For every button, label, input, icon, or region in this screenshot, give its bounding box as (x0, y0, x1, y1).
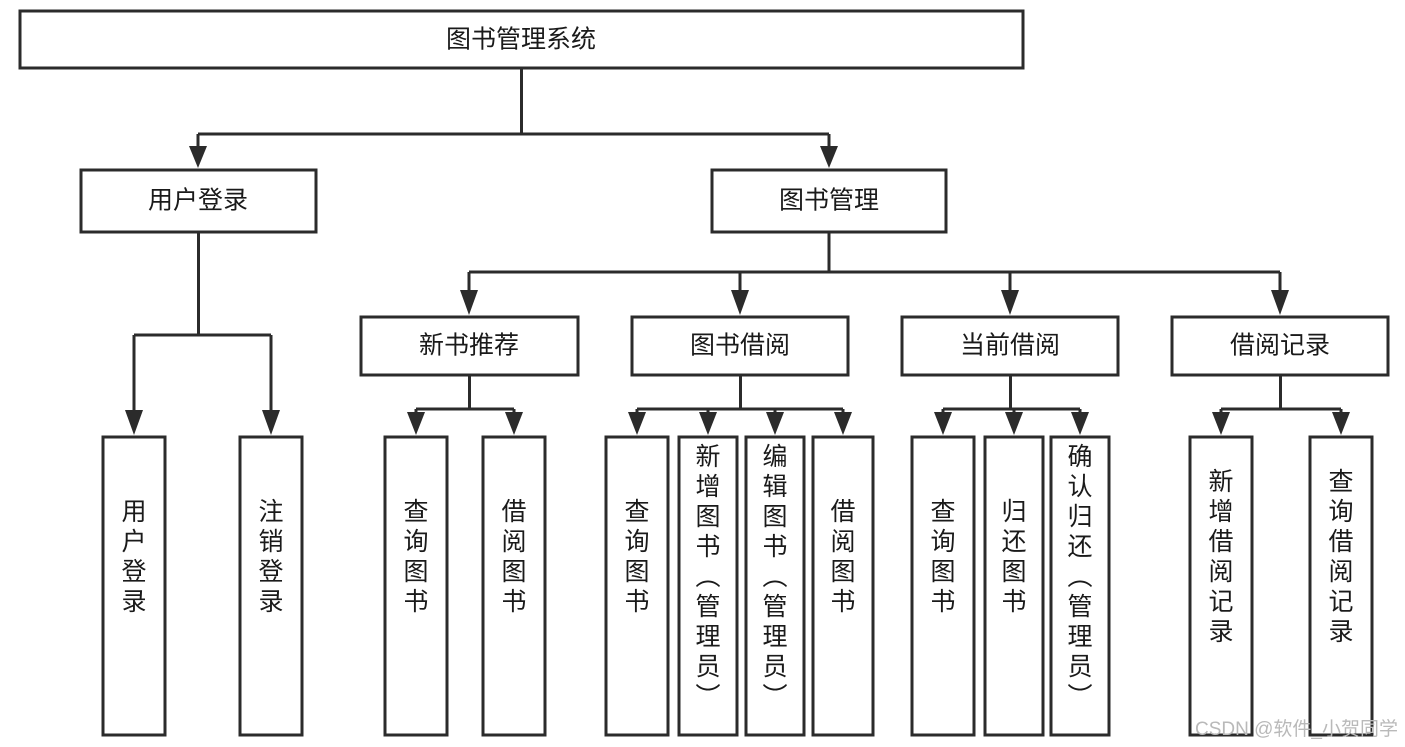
node-user-login-label: 用户登录 (148, 187, 248, 215)
arrow-head-new-book-recommend (460, 290, 478, 315)
arrow-head-user-login (189, 146, 207, 168)
arrow-head-leaf-user-login (125, 410, 143, 435)
connector-new-book-recommend-to-leaves (407, 375, 523, 435)
node-leaf-query-borrow-record-label: 查询借阅记录 (1328, 468, 1353, 646)
node-borrow-record[interactable]: 借阅记录 (1170, 315, 1390, 377)
node-leaf-query-borrow-record-box[interactable] (1308, 435, 1374, 737)
connector-current-borrow-to-leaves (934, 375, 1089, 435)
node-book-borrow[interactable]: 图书借阅 (630, 315, 850, 377)
node-leaf-return-book[interactable]: 归还图书 (983, 435, 1045, 737)
arrow-head-leaf-query-book-current (934, 412, 952, 435)
node-leaf-edit-book-admin-box[interactable] (744, 435, 806, 737)
connector-root-to-level2 (189, 68, 838, 168)
node-leaf-query-borrow-record[interactable]: 查询借阅记录 (1308, 435, 1374, 737)
arrow-head-borrow-record (1271, 290, 1289, 315)
node-current-borrow-label: 当前借阅 (960, 332, 1060, 360)
node-leaf-borrow-book-label: 借阅图书 (830, 498, 855, 616)
arrow-head-leaf-logout-login (262, 410, 280, 435)
node-leaf-query-book-current-box[interactable] (910, 435, 976, 737)
node-leaf-borrow-book[interactable]: 借阅图书 (811, 435, 875, 737)
node-leaf-query-book-borrow-box[interactable] (604, 435, 670, 737)
node-leaf-user-login-label: 用户登录 (121, 498, 146, 616)
node-leaf-add-borrow-record-label: 新增借阅记录 (1208, 468, 1233, 646)
node-leaf-borrow-book-box[interactable] (811, 435, 875, 737)
node-current-borrow-box[interactable] (900, 315, 1120, 377)
node-root-box[interactable] (18, 9, 1025, 70)
arrow-head-leaf-query-book-borrow (628, 412, 646, 435)
node-current-borrow[interactable]: 当前借阅 (900, 315, 1120, 377)
node-leaf-query-book-recommend-box[interactable] (383, 435, 449, 737)
node-leaf-logout-login-label: 注销登录 (258, 498, 283, 616)
arrow-head-leaf-query-book-recommend (407, 412, 425, 435)
arrow-head-current-borrow (1001, 290, 1019, 315)
node-user-login[interactable]: 用户登录 (79, 168, 318, 234)
node-new-book-recommend-box[interactable] (359, 315, 580, 377)
node-user-login-box[interactable] (79, 168, 318, 234)
node-leaf-add-book-admin[interactable]: 新增图书︵管理员︶ (677, 435, 739, 737)
node-leaf-query-book-recommend-label: 查询图书 (403, 498, 428, 616)
connector-layer (125, 68, 1350, 435)
connector-book-management-to-level3 (460, 232, 1289, 315)
node-root[interactable]: 图书管理系统 (18, 9, 1025, 70)
node-leaf-query-book-current[interactable]: 查询图书 (910, 435, 976, 737)
arrow-head-leaf-add-borrow-record (1212, 412, 1230, 435)
node-leaf-add-borrow-record[interactable]: 新增借阅记录 (1188, 435, 1254, 737)
node-leaf-add-book-admin-label: 新增图书︵管理员︶ (695, 443, 720, 711)
node-leaf-add-book-admin-box[interactable] (677, 435, 739, 737)
node-leaf-query-book-recommend[interactable]: 查询图书 (383, 435, 449, 737)
node-borrow-record-label: 借阅记录 (1230, 332, 1330, 360)
node-book-borrow-label: 图书借阅 (690, 332, 790, 360)
arrow-head-leaf-return-book (1005, 412, 1023, 435)
arrow-head-leaf-edit-book-admin (766, 412, 784, 435)
connector-book-borrow-to-leaves (628, 375, 852, 435)
arrow-head-leaf-borrow-book-recommend (505, 412, 523, 435)
node-leaf-logout-login-box[interactable] (238, 435, 304, 737)
node-leaf-borrow-book-recommend-label: 借阅图书 (501, 498, 526, 616)
node-root-label: 图书管理系统 (446, 26, 596, 54)
node-leaf-return-book-box[interactable] (983, 435, 1045, 737)
node-leaf-query-book-borrow-label: 查询图书 (624, 498, 649, 616)
node-leaf-edit-book-admin[interactable]: 编辑图书︵管理员︶ (744, 435, 806, 737)
csdn-watermark: CSDN @软件_小贺同学 (1195, 718, 1398, 740)
node-leaf-user-login[interactable]: 用户登录 (101, 435, 167, 737)
node-leaf-confirm-return-admin-box[interactable] (1049, 435, 1111, 737)
arrow-head-book-borrow (731, 290, 749, 315)
node-book-management-label: 图书管理 (779, 187, 879, 215)
node-leaf-logout-login[interactable]: 注销登录 (238, 435, 304, 737)
connector-borrow-record-to-leaves (1212, 375, 1350, 435)
arrow-head-leaf-query-borrow-record (1332, 412, 1350, 435)
node-new-book-recommend-label: 新书推荐 (419, 332, 519, 360)
arrow-head-leaf-borrow-book (834, 412, 852, 435)
node-book-management[interactable]: 图书管理 (710, 168, 948, 234)
node-leaf-borrow-book-recommend[interactable]: 借阅图书 (481, 435, 547, 737)
node-leaf-user-login-box[interactable] (101, 435, 167, 737)
arrow-head-book-management (820, 146, 838, 168)
node-leaf-query-book-borrow[interactable]: 查询图书 (604, 435, 670, 737)
arrow-head-leaf-add-book-admin (699, 412, 717, 435)
node-book-borrow-box[interactable] (630, 315, 850, 377)
node-leaf-add-borrow-record-box[interactable] (1188, 435, 1254, 737)
node-leaf-edit-book-admin-label: 编辑图书︵管理员︶ (762, 443, 787, 711)
node-borrow-record-box[interactable] (1170, 315, 1390, 377)
arrow-head-leaf-confirm-return-admin (1071, 412, 1089, 435)
node-leaf-query-book-current-label: 查询图书 (930, 498, 955, 616)
node-leaf-return-book-label: 归还图书 (1001, 498, 1026, 616)
connector-user-login-to-leaves (125, 232, 280, 435)
node-new-book-recommend[interactable]: 新书推荐 (359, 315, 580, 377)
node-leaf-borrow-book-recommend-box[interactable] (481, 435, 547, 737)
node-book-management-box[interactable] (710, 168, 948, 234)
leaf-nodes-layer: 用户登录 注销登录 查询图书 借阅图书 查询图书 新增图书︵管理员︶ (101, 435, 1374, 737)
node-leaf-confirm-return-admin[interactable]: 确认归还︵管理员︶ (1049, 435, 1111, 737)
node-leaf-confirm-return-admin-label: 确认归还︵管理员︶ (1067, 443, 1092, 711)
